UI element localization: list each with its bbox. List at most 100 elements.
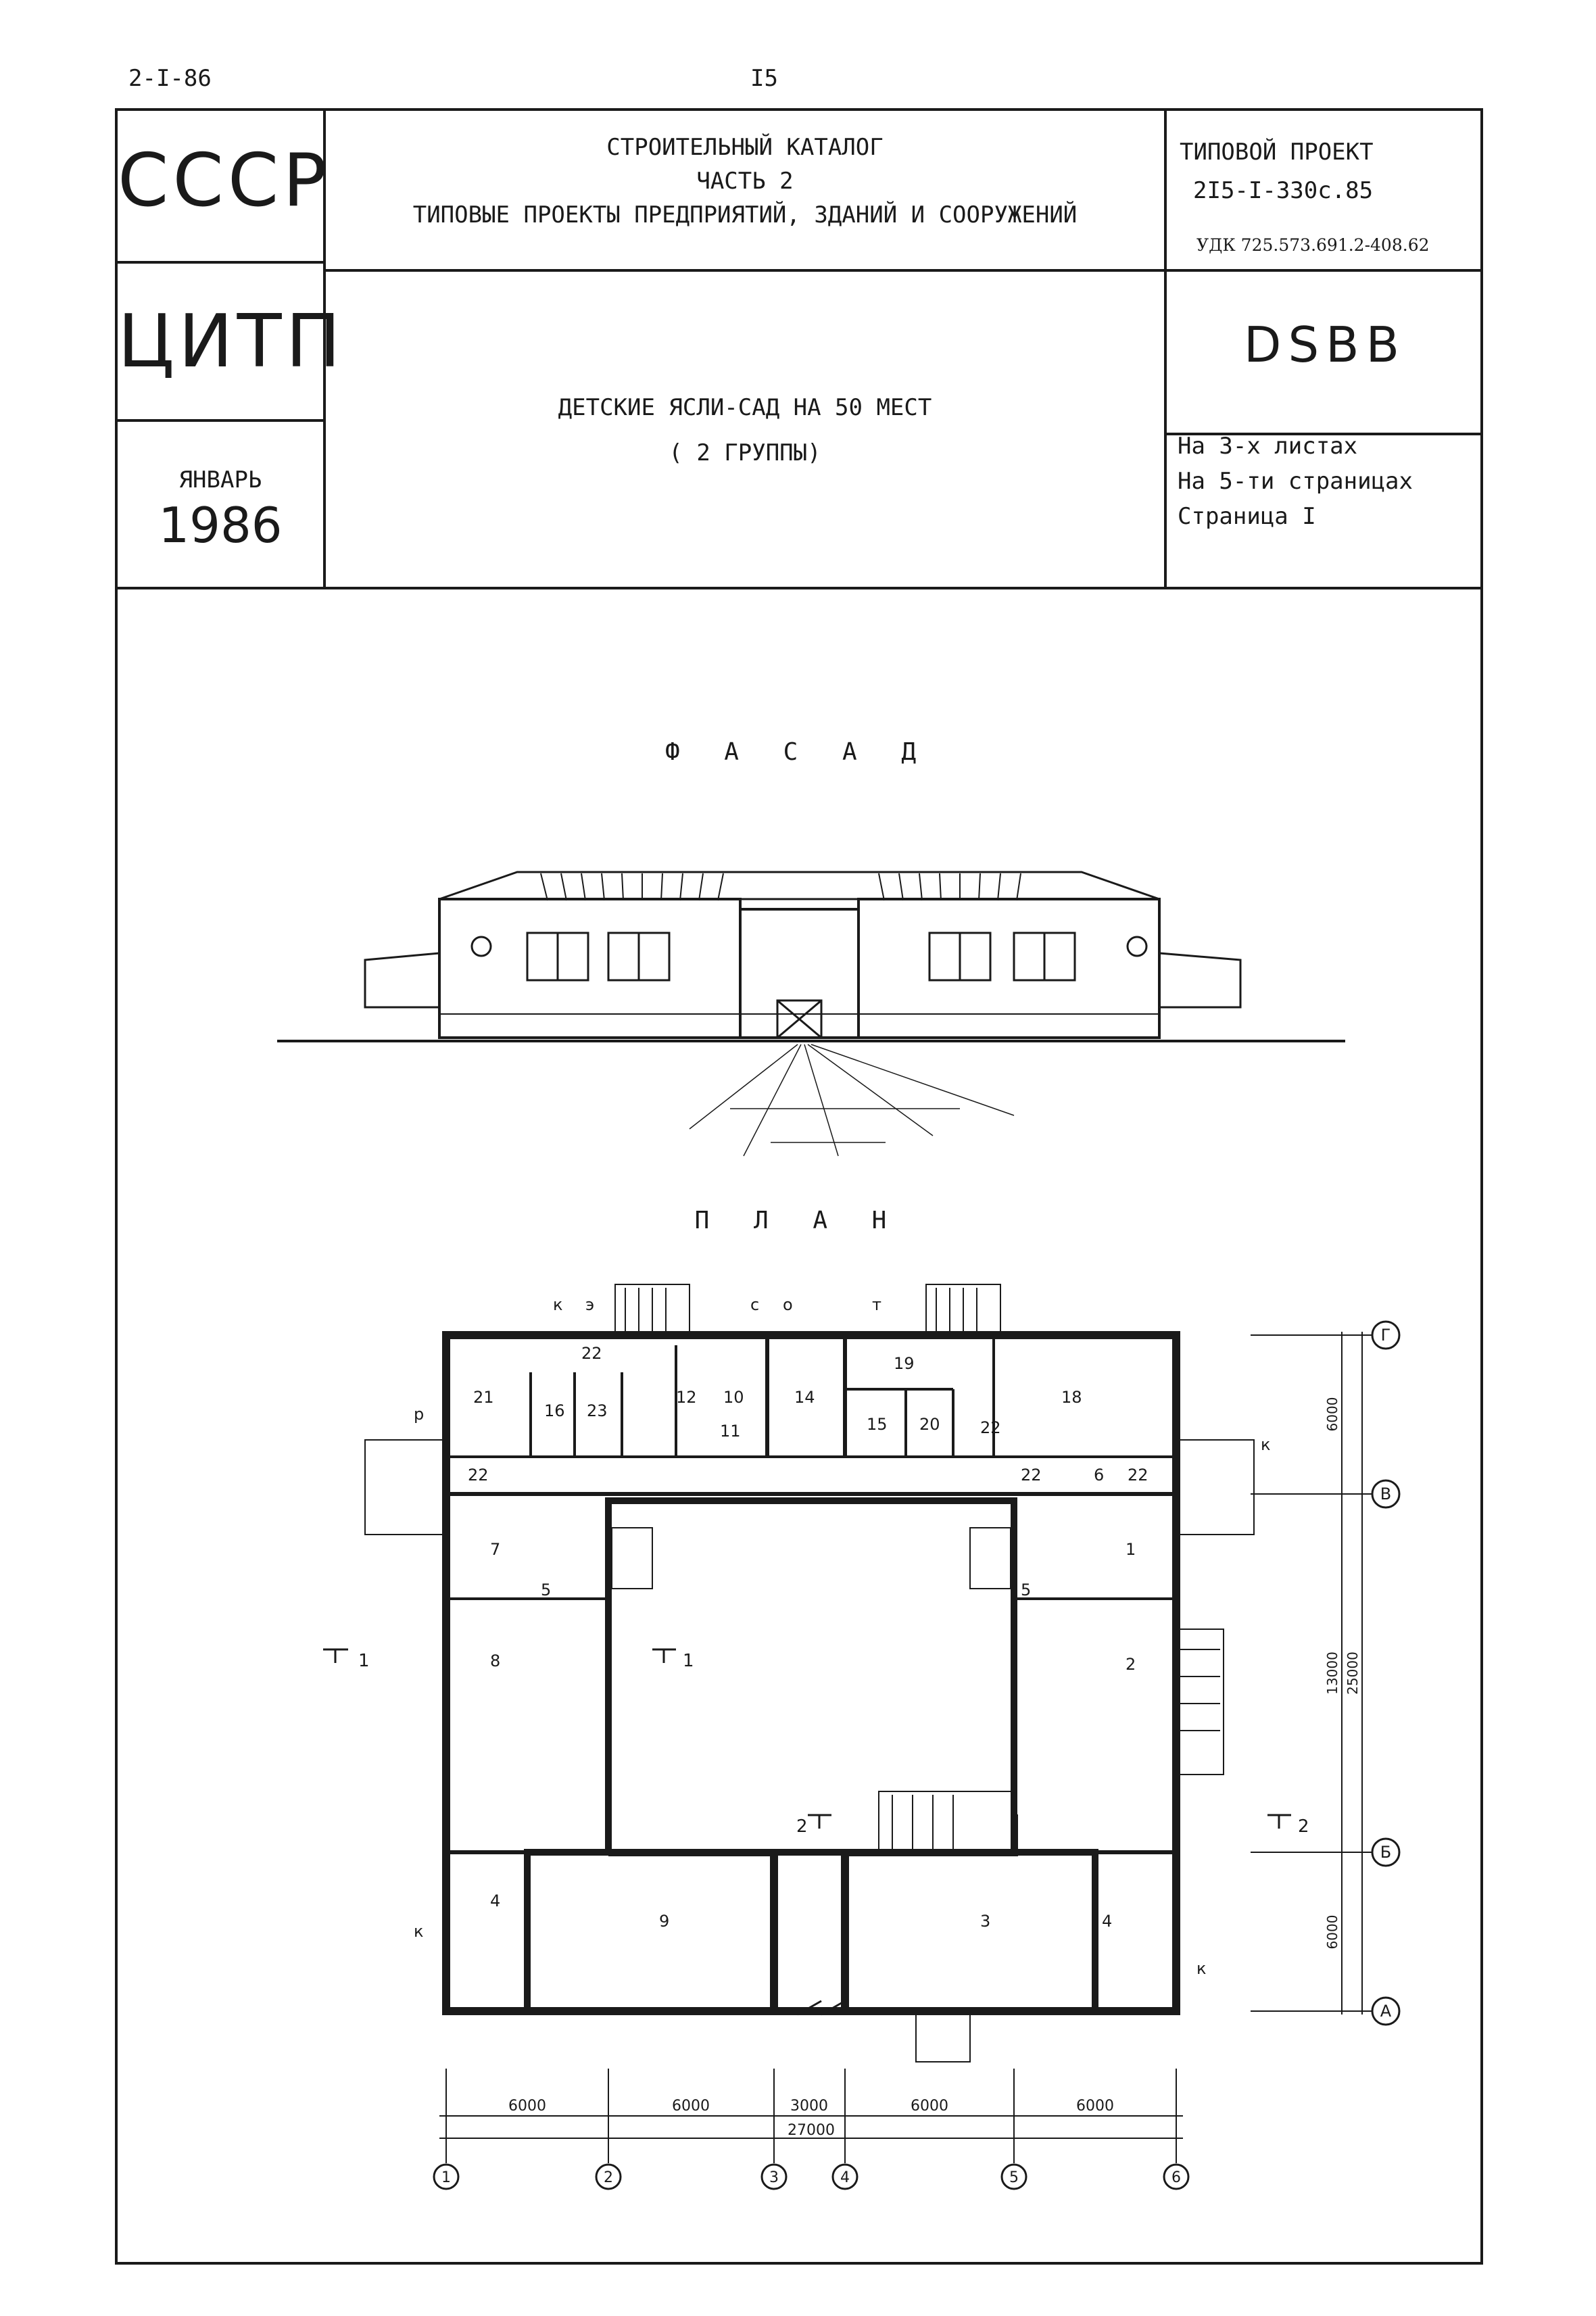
- plan-room-3: [842, 1849, 1098, 2015]
- facade-entrance: [739, 908, 860, 1039]
- plan-stair-south: [878, 1791, 1015, 1853]
- room-label: 5: [541, 1581, 551, 1599]
- room-label: 12: [676, 1388, 697, 1407]
- axis-bubble-6: [1163, 2163, 1190, 2190]
- entry-mark: к: [414, 1922, 424, 1941]
- axis-label: 6: [1171, 2169, 1181, 2186]
- plan-stair-north-2: [925, 1284, 1001, 1336]
- hrule-right: [1164, 433, 1483, 435]
- room-label: 4: [1102, 1912, 1112, 1931]
- sheets-line-2: На 5-ти страницах: [1178, 468, 1413, 495]
- room-label: 14: [794, 1388, 815, 1407]
- sheets-line-3: Страница I: [1178, 503, 1316, 530]
- facade-title: Ф А С А Д: [664, 738, 932, 766]
- facade-left-wing: [438, 898, 742, 1039]
- udk-code: УДК 725.573.691.2-408.62: [1196, 235, 1430, 255]
- entry-mark: к: [1261, 1435, 1271, 1454]
- axis-label: 3: [769, 2169, 779, 2186]
- dim-total-bottom: 27000: [788, 2122, 835, 2139]
- room-label: 22: [1128, 1466, 1148, 1485]
- page-number: I5: [750, 65, 778, 92]
- plan-porch-south: [915, 2014, 971, 2062]
- project-label: ТИПОВОЙ ПРОЕКТ: [1180, 139, 1374, 166]
- room-label: 4: [490, 1891, 500, 1910]
- room-label: 15: [867, 1415, 888, 1434]
- room-label: 11: [720, 1422, 741, 1441]
- plan-porch-east: [1176, 1439, 1255, 1535]
- section-mark: 2: [1298, 1816, 1309, 1837]
- dim-right: 6000: [1324, 1397, 1340, 1432]
- facade-round-window-right: [1126, 936, 1148, 957]
- axis-label: Б: [1380, 1843, 1391, 1862]
- hrule-left-1: [115, 261, 324, 264]
- room-label: 10: [723, 1388, 744, 1407]
- header-vrule-1: [323, 108, 326, 588]
- org-ussr: СССР: [118, 139, 331, 223]
- facade-roof: [439, 871, 1160, 900]
- room-label: 9: [659, 1912, 669, 1931]
- section-mark: 1: [358, 1651, 370, 1671]
- project-subtitle: ( 2 ГРУППЫ): [669, 439, 821, 466]
- dim-bottom: 3000: [790, 2098, 828, 2115]
- plan-ramp-east: [1176, 1629, 1224, 1775]
- room-label: 18: [1061, 1388, 1082, 1407]
- hrule-mid: [323, 269, 1483, 272]
- axis-bubble-2: [595, 2163, 622, 2190]
- axis-bubble-b: [1371, 1837, 1401, 1867]
- room-label: 22: [1021, 1466, 1042, 1485]
- sheet-frame: [115, 108, 1483, 2265]
- floor-plan-drawing: 1 2 3 4 4 5 5 6 7 8 9 10 11 12 14 15 16 …: [323, 1284, 1401, 2190]
- room-label: 23: [587, 1401, 608, 1420]
- dim-bottom: 6000: [911, 2098, 948, 2115]
- entry-mark: э: [585, 1295, 594, 1314]
- plan-courtyard: [605, 1497, 1017, 1856]
- facade-right-annex: [1158, 952, 1242, 1009]
- plan-stair-inner-2: [969, 1527, 1011, 1589]
- axis-bubble-4: [831, 2163, 859, 2190]
- room-label: 21: [473, 1388, 494, 1407]
- room-label: 7: [490, 1540, 500, 1559]
- room-label: 19: [894, 1354, 915, 1373]
- entry-mark: с: [750, 1295, 759, 1314]
- document-code: 2-I-86: [128, 65, 212, 92]
- facade-left-annex: [364, 952, 441, 1009]
- catalog-line-3: ТИПОВЫЕ ПРОЕКТЫ ПРЕДПРИЯТИЙ, ЗДАНИЙ И СО…: [412, 201, 1078, 228]
- axis-bubble-g: [1371, 1320, 1401, 1350]
- room-label: 2: [1126, 1655, 1136, 1674]
- axis-label: 1: [441, 2169, 451, 2186]
- room-label: 1: [1126, 1540, 1136, 1559]
- room-label: 22: [980, 1418, 1001, 1437]
- plan-room-9: [524, 1849, 777, 2015]
- dim-bottom: 6000: [1076, 2098, 1114, 2115]
- hrule-left-2: [115, 419, 324, 422]
- axis-label: 4: [840, 2169, 850, 2186]
- dim-right: 13000: [1324, 1651, 1340, 1695]
- facade-drawing: [277, 871, 1345, 1157]
- header-bottom-rule: [115, 587, 1483, 589]
- plan-stair-inner-1: [611, 1527, 653, 1589]
- catalog-line-1: СТРОИТЕЛЬНЫЙ КАТАЛОГ: [606, 134, 884, 161]
- entry-mark: р: [414, 1405, 424, 1424]
- org-citp: ЦИТП: [118, 299, 345, 384]
- sheets-line-1: На 3-х листах: [1178, 433, 1358, 460]
- axis-label: Г: [1381, 1326, 1391, 1345]
- room-label: 5: [1021, 1581, 1031, 1599]
- axis-bubble-a: [1371, 1996, 1401, 2026]
- plan-porch-west: [364, 1439, 447, 1535]
- axis-bubble-5: [1000, 2163, 1027, 2190]
- issue-year: 1986: [158, 497, 283, 554]
- dim-total-right: 25000: [1345, 1651, 1361, 1695]
- axis-label: А: [1380, 2002, 1392, 2021]
- plan-stair-north-1: [614, 1284, 690, 1336]
- section-mark: 1: [683, 1651, 694, 1671]
- project-number: 2I5-I-330с.85: [1193, 177, 1374, 204]
- catalog-line-2: ЧАСТЬ 2: [696, 168, 794, 195]
- axis-label: 5: [1009, 2169, 1019, 2186]
- room-label: 22: [581, 1344, 602, 1363]
- facade-right-wing: [857, 898, 1161, 1039]
- issue-month: ЯНВАРЬ: [178, 466, 262, 493]
- dim-right: 6000: [1324, 1915, 1340, 1950]
- axis-label: 2: [604, 2169, 613, 2186]
- dim-bottom: 6000: [508, 2098, 546, 2115]
- room-label: 22: [468, 1466, 489, 1485]
